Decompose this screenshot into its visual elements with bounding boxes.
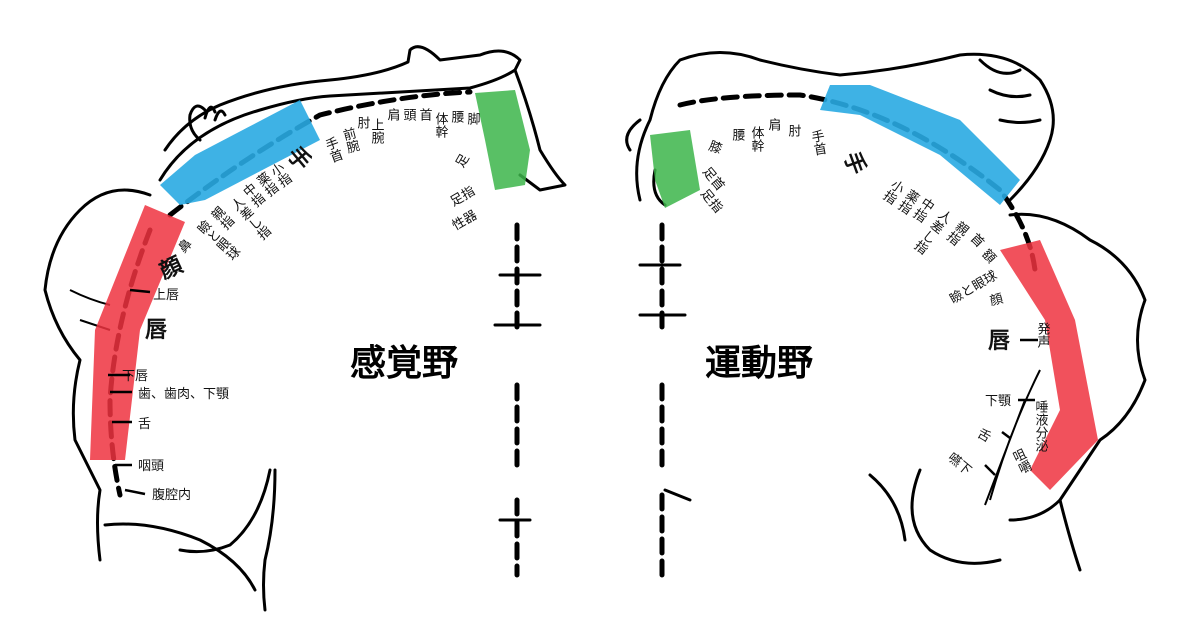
label-shoulder: 肩 (766, 117, 782, 131)
label-teeth-gums-jaw: 歯、歯肉、下顎 (138, 387, 229, 402)
label-trunk: 体幹 (433, 112, 449, 138)
motor-foot-region (650, 130, 700, 208)
label-foot: 足 (453, 152, 472, 171)
label-head: 頭 (401, 108, 417, 121)
label-intra-abdominal: 腹腔内 (152, 487, 191, 503)
label-jaw: 下顎 (985, 394, 1011, 409)
label-upper-lip: 上唇 (153, 288, 179, 303)
label-upper-arm: 上腕 (369, 118, 385, 144)
label-forearm: 前腕 (339, 125, 361, 155)
label-toes: 足指 (448, 184, 478, 210)
label-pharynx: 咽頭 (138, 459, 164, 474)
label-nose: 鼻 (175, 236, 196, 257)
label-face: 顔 (988, 292, 1004, 310)
label-knee: 膝 (704, 137, 723, 155)
sensory-face-region (90, 205, 185, 460)
label-hand: 手 (838, 149, 869, 178)
label-lower-lip: 下唇 (122, 369, 148, 384)
motor-cortex-title: 運動野 (705, 343, 813, 384)
label-elbow: 肘 (786, 124, 802, 137)
label-lips: 唇 (145, 318, 168, 343)
sensory-labels: 手首 前腕 肘 上腕 肩 頭 首 体幹 腰 脚 足 足指 性器 手 小指 薬指 … (122, 107, 480, 503)
label-leg: 脚 (465, 111, 481, 125)
label-lips: 唇 (988, 329, 1011, 354)
label-swallowing: 嚥下 (944, 450, 974, 478)
label-elbow: 肘 (355, 116, 371, 129)
label-salivation: 唾液分泌 (1033, 400, 1049, 452)
label-mastication: 咀嚼 (1008, 447, 1034, 478)
sensory-foot-region (475, 90, 530, 190)
sensory-hand-region (160, 100, 320, 205)
motor-hand-region (820, 85, 1020, 205)
label-hip: 腰 (730, 128, 746, 141)
label-leader-lines (108, 288, 1038, 496)
label-wrist: 手首 (808, 129, 828, 158)
label-toes: 足指 (697, 187, 725, 217)
label-hip: 腰 (449, 110, 465, 123)
label-shoulder: 肩 (385, 107, 401, 121)
label-tongue: 舌 (974, 426, 993, 445)
label-trunk: 体幹 (749, 126, 765, 152)
label-genitals: 性器 (450, 208, 480, 234)
sensory-cortex-title: 感覚野 (350, 343, 458, 384)
motor-face-region (1000, 240, 1098, 490)
label-vocalization: 発声 (1035, 322, 1051, 349)
label-neck: 首 (966, 229, 986, 249)
label-tongue: 舌 (138, 417, 151, 432)
label-brow: 額 (977, 244, 998, 265)
label-neck: 首 (417, 108, 433, 121)
